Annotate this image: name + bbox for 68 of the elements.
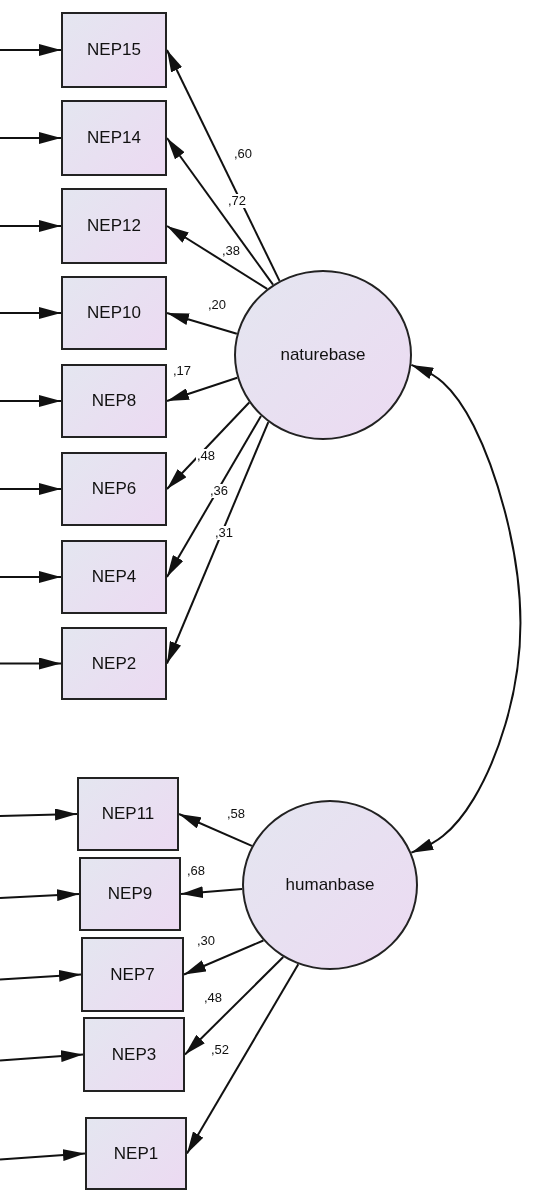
edge-label: ,60 — [233, 147, 254, 161]
arrow — [0, 657, 62, 670]
arrow — [178, 813, 253, 847]
edge-label: ,48 — [196, 449, 217, 463]
observed-variable-box — [61, 100, 167, 176]
edge-label: ,68 — [186, 864, 207, 878]
observed-variable-box — [61, 627, 167, 700]
arrow — [0, 808, 78, 821]
arrow — [0, 889, 80, 902]
observed-variable-box — [83, 1017, 185, 1092]
arrow — [184, 956, 285, 1056]
arrow — [0, 132, 62, 144]
arrow — [410, 363, 522, 854]
observed-variable-box — [77, 777, 179, 851]
variable-name: NEP11 — [101, 804, 155, 824]
arrow — [166, 49, 281, 282]
arrow — [166, 415, 262, 578]
variable-name: NEP6 — [91, 479, 137, 499]
variable-name: NEP9 — [107, 884, 153, 904]
arrow — [166, 376, 239, 402]
variable-name: NEP4 — [91, 567, 137, 587]
arrow — [183, 939, 265, 976]
variable-name: humanbase — [285, 875, 375, 895]
edge-label: ,48 — [203, 991, 224, 1005]
observed-variable-box — [81, 937, 184, 1012]
edge-label: ,30 — [196, 934, 217, 948]
edge-label: ,36 — [209, 484, 230, 498]
arrow — [186, 963, 300, 1155]
observed-variable-box — [61, 12, 167, 88]
arrow — [0, 395, 62, 407]
arrow — [0, 571, 62, 583]
variable-name: NEP3 — [111, 1044, 157, 1065]
observed-variable-box — [79, 857, 181, 931]
variable-name: naturebase — [280, 345, 366, 365]
observed-variable-box — [61, 276, 167, 350]
edge-label: ,31 — [214, 526, 235, 540]
edge-label: ,17 — [172, 364, 193, 378]
variable-name: NEP2 — [91, 653, 137, 674]
arrow — [166, 421, 270, 665]
edge-label: ,52 — [210, 1043, 231, 1057]
variable-name: NEP7 — [110, 964, 155, 985]
variable-name: NEP14 — [87, 128, 141, 148]
edge-label: ,38 — [221, 244, 242, 258]
arrow — [0, 1050, 84, 1063]
arrow — [166, 401, 251, 490]
variable-name: NEP15 — [87, 40, 141, 60]
edge-label: ,58 — [226, 807, 247, 821]
observed-variable-box — [61, 188, 167, 264]
observed-variable-box — [85, 1117, 187, 1190]
observed-variable-box — [61, 364, 167, 438]
variable-name: NEP1 — [113, 1143, 159, 1164]
variable-name: NEP8 — [91, 391, 137, 411]
arrow — [0, 220, 62, 232]
arrow — [166, 137, 274, 286]
observed-variable-box — [61, 452, 167, 526]
variable-name: NEP12 — [87, 216, 141, 236]
arrow — [0, 969, 82, 982]
arrow — [180, 886, 244, 899]
arrow — [0, 1149, 86, 1162]
variable-name: NEP10 — [87, 303, 141, 323]
edge-label: ,72 — [227, 194, 248, 208]
arrow — [0, 44, 62, 56]
edge-label: ,20 — [207, 298, 228, 312]
arrow — [0, 307, 62, 319]
arrow — [166, 225, 269, 290]
arrow — [166, 312, 238, 335]
observed-variable-box — [61, 540, 167, 614]
arrow — [0, 483, 62, 495]
